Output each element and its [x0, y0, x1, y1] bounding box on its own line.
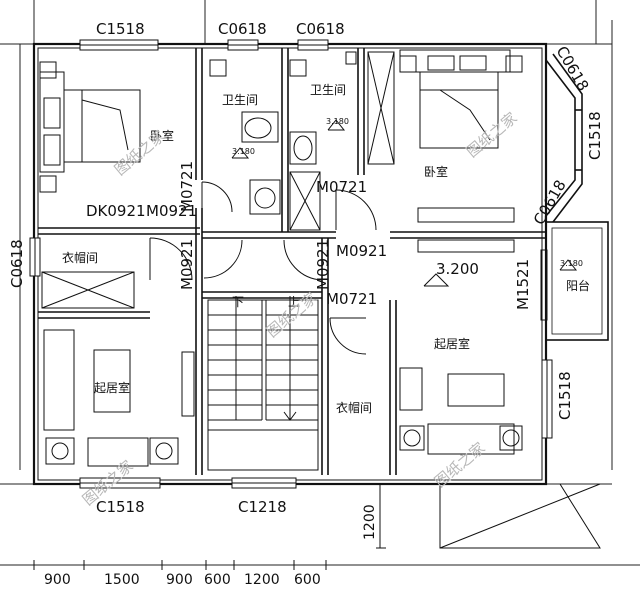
dim-bottom-5: 1200: [244, 572, 280, 588]
bed-left: [39, 61, 141, 193]
doors: [149, 181, 548, 355]
label-door-m0721-bedroom: M0721: [316, 178, 367, 196]
label-door-m1521: M1521: [514, 259, 532, 310]
level-bath-right: 3.180: [326, 117, 349, 126]
label-right-window-bay: C1518: [586, 111, 604, 160]
level-bath-left: 3.180: [232, 147, 255, 156]
room-balcony: 阳台: [566, 278, 590, 293]
level-balcony: 3.180: [560, 259, 583, 268]
living-right-furniture: [399, 367, 523, 455]
label-top-bath-window-left: C0618: [218, 20, 267, 38]
stair-down-label: 下: [232, 295, 244, 309]
label-right-window-upper: C0618: [553, 43, 593, 94]
label-top-bath-window-right: C0618: [296, 20, 345, 38]
room-bath-left: 卫生间: [222, 93, 258, 107]
room-bedroom-right: 卧室: [424, 164, 448, 179]
label-door-m0721-closet: M0721: [326, 290, 377, 308]
dim-bottom-6: 600: [294, 572, 321, 588]
cloak-left-fixtures: [41, 271, 135, 309]
dim-bottom-3: 900: [166, 572, 193, 588]
room-living-right: 起居室: [434, 336, 470, 351]
bed-right: [399, 49, 523, 149]
dim-projection: 1200: [362, 504, 378, 540]
room-cloak-center: 衣帽间: [336, 400, 372, 415]
label-bottom-window-left: C1518: [96, 498, 145, 516]
dim-bottom-4: 600: [204, 572, 231, 588]
wardrobe-right: [367, 51, 395, 165]
windows: [29, 39, 553, 489]
watermark-2: 图纸之家: [463, 109, 521, 161]
living-left-furniture: [43, 329, 195, 467]
bath-fixtures: [209, 51, 357, 231]
room-bedroom-left: 卧室: [150, 128, 174, 143]
balcony-outline: [545, 221, 609, 341]
label-door-m0921-a: M0921: [146, 202, 197, 220]
label-left-window: C0618: [8, 239, 26, 288]
label-right-window-lower: C0618: [530, 177, 570, 228]
dim-bottom-1: 900: [44, 572, 71, 588]
label-door-m0921-stair: M0921: [314, 239, 332, 290]
level-markers: [231, 119, 578, 287]
room-bath-right: 卫生间: [310, 83, 346, 97]
dim-bottom-2: 1500: [104, 572, 140, 588]
label-top-bedroom-window: C1518: [96, 20, 145, 38]
room-cloak-left: 衣帽间: [62, 250, 98, 265]
label-door-m0721-bath: M0721: [178, 161, 196, 212]
stair-up-label: 上: [288, 295, 300, 309]
label-door-m0921-closet: M0921: [178, 239, 196, 290]
label-door-dk: DK0921: [86, 202, 146, 220]
label-bottom-window-stair: C1218: [238, 498, 287, 516]
room-living-left: 起居室: [94, 380, 130, 395]
level-hall: 3.200: [436, 260, 479, 278]
stair: [207, 296, 319, 471]
bay-window: [545, 53, 583, 223]
front-porch: [439, 483, 601, 549]
dimension-ticks: [33, 483, 386, 570]
label-right-window-living: C1518: [556, 371, 574, 420]
interior-walls: [38, 48, 546, 475]
tv-cabinet-right: [417, 207, 515, 253]
label-door-m0921-hall: M0921: [336, 242, 387, 260]
